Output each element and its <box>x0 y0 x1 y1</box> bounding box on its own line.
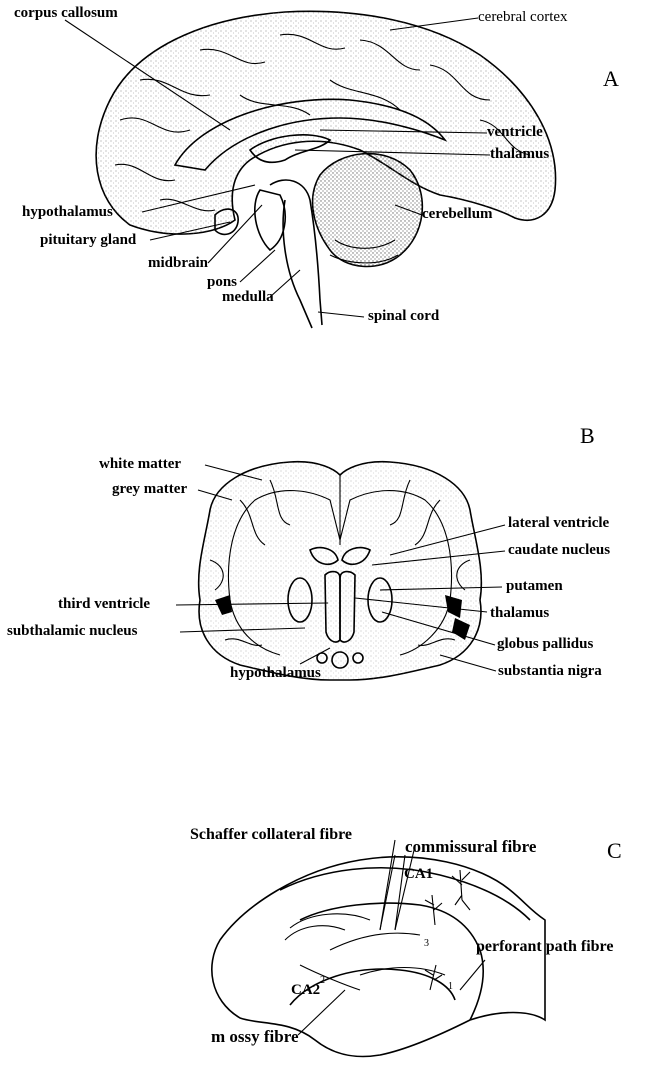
label-corpus-callosum: corpus callosum <box>14 5 118 22</box>
label-ca1: CA1 <box>404 866 433 883</box>
label-marker-2: 2 <box>320 972 325 989</box>
label-white-matter: white matter <box>99 456 181 473</box>
label-thalamus-b: thalamus <box>490 605 549 622</box>
label-globus-pallidus: globus pallidus <box>497 636 593 653</box>
panel-letter-a: A <box>603 66 619 92</box>
panel-letter-b: B <box>580 423 595 449</box>
panel-c-leader-lines <box>298 840 485 1035</box>
ca1-dendrites <box>425 870 470 990</box>
label-ca2: CA2 <box>291 982 320 999</box>
label-subthalamic-nucleus: subthalamic nucleus <box>7 623 137 640</box>
panel-a-sagittal-brain <box>96 11 555 328</box>
panel-b-coronal-brain <box>199 462 482 680</box>
label-hypothalamus-b: hypothalamus <box>230 665 321 682</box>
label-substantia-nigra: substantia nigra <box>498 663 602 680</box>
label-schaffer-collateral-fibre: Schaffer collateral fibre <box>190 826 352 843</box>
label-third-ventricle: third ventricle <box>58 596 150 613</box>
label-pituitary-gland: pituitary gland <box>40 232 136 249</box>
label-caudate-nucleus: caudate nucleus <box>508 542 610 559</box>
label-medulla: medulla <box>222 289 274 306</box>
label-midbrain: midbrain <box>148 255 208 272</box>
label-putamen: putamen <box>506 578 563 595</box>
label-marker-1: 1 <box>448 978 453 995</box>
label-cerebellum: cerebellum <box>422 206 493 223</box>
label-hypothalamus-a: hypothalamus <box>22 204 113 221</box>
label-perforant-path-fibre-1: perforant path fibre <box>476 938 613 955</box>
label-commissural-fibre: commissural fibre <box>405 838 536 855</box>
label-mossy-fibre: m ossy fibre <box>211 1028 299 1045</box>
panel-letter-c: C <box>607 838 622 864</box>
label-thalamus-a: thalamus <box>490 146 549 163</box>
label-spinal-cord: spinal cord <box>368 308 439 325</box>
label-lateral-ventricle: lateral ventricle <box>508 515 609 532</box>
label-cerebral-cortex: cerebral cortex <box>478 9 568 26</box>
label-grey-matter: grey matter <box>112 481 187 498</box>
label-marker-3: 3 <box>424 935 429 952</box>
label-ventricle: ventricle <box>487 124 543 141</box>
